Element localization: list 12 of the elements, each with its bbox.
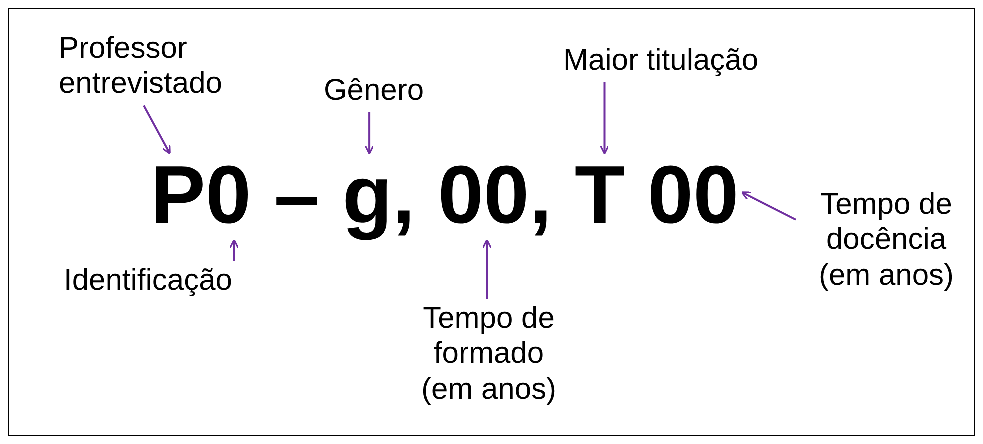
leader-arrow <box>741 192 796 221</box>
annotation-label: Maior titulação <box>531 43 791 78</box>
annotation-label: Tempo de docência (em anos) <box>799 187 974 294</box>
annotation-label: Gênero <box>299 73 449 108</box>
annotation-label: Identificação <box>64 263 294 298</box>
leader-arrow <box>230 239 240 261</box>
leader-arrow <box>364 112 374 155</box>
leader-arrow <box>600 82 610 155</box>
leader-arrow <box>482 239 492 299</box>
annotation-label: Professor entrevistado <box>59 31 259 102</box>
annotation-label: Tempo de formado (em anos) <box>404 301 574 408</box>
leader-arrow <box>143 105 171 155</box>
